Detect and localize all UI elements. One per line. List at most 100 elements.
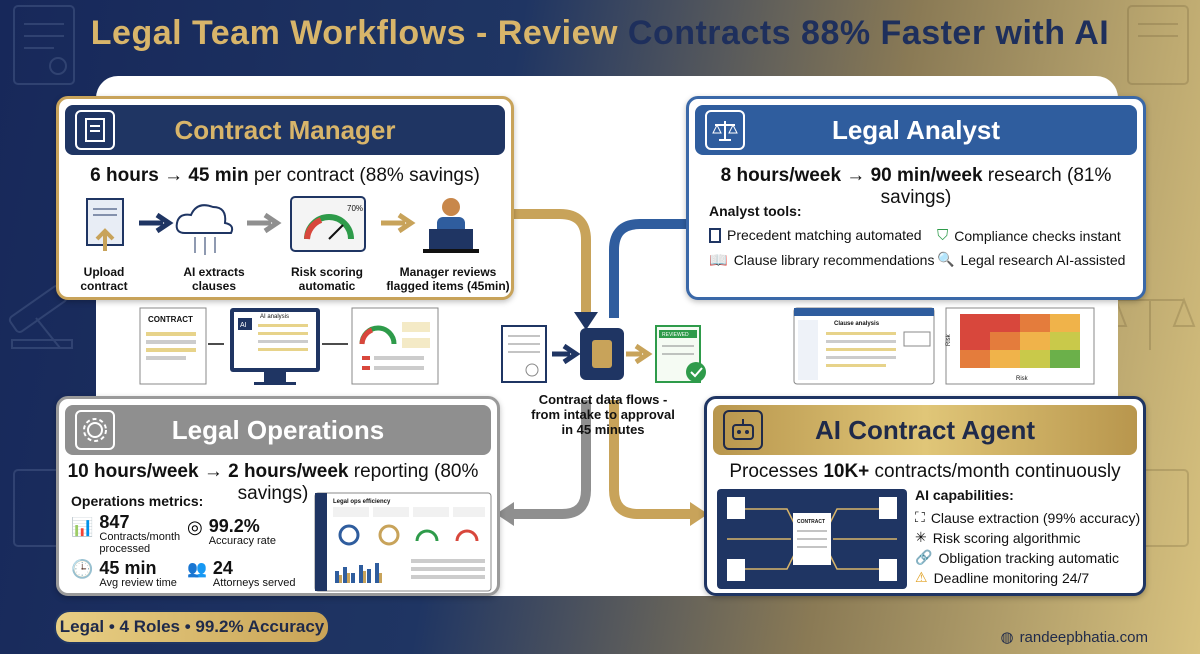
tool-research: 🔍Legal research AI-assisted [937, 251, 1125, 268]
extract-icon: ⛶ [915, 509, 925, 525]
headline-bold: 10K+ [823, 461, 870, 482]
footer-url[interactable]: randeepbhatia.com [1019, 628, 1148, 646]
capability-label: Deadline monitoring 24/7 [933, 569, 1090, 586]
bar-chart-icon: 📊 [71, 517, 94, 537]
legal-analyst-headline: 8 hours/week → 90 min/week research (81%… [689, 165, 1143, 209]
headline-bold: 6 hours → 45 min [90, 165, 249, 186]
metric-label: Contracts/month processed [99, 531, 181, 555]
metric-value: 847 [99, 512, 130, 532]
headline-bold: 10 hours/week → 2 hours/week [67, 461, 349, 482]
page-title: Legal Team Workflows - Review Contracts … [0, 14, 1200, 53]
legal-analyst-title: Legal Analyst [831, 114, 1001, 145]
headline-rest: research (81% savings) [880, 165, 1112, 208]
center-flow-graphic: REVIEWED [501, 325, 706, 383]
legal-operations-title: Legal Operations [171, 414, 385, 445]
legal-analyst-thumbnails: Clause analysis Risk Risk [793, 307, 1095, 385]
target-icon: ◎ [187, 517, 203, 537]
headline-rest: per contract (88% savings) [248, 165, 480, 186]
link-icon: 🔗 [915, 549, 933, 565]
scales-icon [705, 110, 745, 150]
step-manager-review: Manager reviews flagged items (45min) [386, 265, 510, 293]
legal-analyst-header: Legal Analyst [695, 105, 1137, 155]
legal-operations-card: Legal Operations 10 hours/week → 2 hours… [56, 396, 500, 596]
gauge-icon [290, 196, 366, 252]
headline-rest: contracts/month continuously [869, 461, 1121, 482]
heatmap-ylabel: Risk [946, 333, 952, 346]
summary-badge: Legal • 4 Roles • 99.2% Accuracy [54, 610, 330, 644]
document-icon [75, 110, 115, 150]
screen-title: Clause analysis [834, 321, 880, 327]
cap-clause-extraction: ⛶ Clause extraction (99% accuracy) [915, 509, 1140, 526]
title-part1: Legal Team Workflows - Review [90, 14, 628, 52]
thumb-ai-icon: AI [240, 322, 247, 329]
title-part2: Contracts 88% Faster with AI [627, 14, 1110, 52]
tool-label: Precedent matching automated [727, 227, 922, 243]
ai-capabilities-title: AI capabilities: [915, 487, 1014, 503]
cap-risk-scoring: ✳ Risk scoring algorithmic [915, 529, 1081, 546]
cloud-icon [175, 204, 234, 255]
headline-pre: Processes [729, 461, 824, 482]
contract-manager-card: Contract Manager 6 hours → 45 min per co… [56, 96, 514, 300]
step-upload: Upload contract [80, 265, 128, 293]
metric-label: Attorneys served [212, 577, 296, 589]
manager-laptop-icon [423, 198, 479, 253]
people-icon: 👥 [187, 561, 207, 578]
metric-label: Accuracy rate [208, 535, 276, 547]
metric-value: 24 [212, 558, 233, 578]
capability-label: Risk scoring algorithmic [932, 529, 1081, 546]
legal-analyst-card: Legal Analyst 8 hours/week → 90 min/week… [686, 96, 1146, 300]
upload-icon [86, 198, 124, 251]
thumb-ai-label: AI analysis [260, 314, 289, 320]
footer: ◍ randeepbhatia.com [1000, 628, 1148, 647]
dashboard-title: Legal ops efficiency [333, 499, 391, 505]
headline-rest: reporting (80% savings) [237, 461, 479, 504]
headline-bold: 8 hours/week → 90 min/week [720, 165, 983, 186]
book-icon: 📖 [709, 252, 728, 269]
ai-agent-headline: Processes 10K+ contracts/month continuou… [707, 461, 1143, 483]
heatmap-xlabel: Risk [1016, 376, 1029, 382]
workflow-step-icons: 70% [86, 196, 479, 255]
step-extract: AI extracts clauses [183, 265, 245, 293]
metric-value: 99.2% [208, 516, 260, 536]
shield-check-icon: ⛉ [937, 227, 949, 244]
thumb-contract-label: CONTRACT [148, 315, 193, 324]
gauge-percent: 70% [347, 204, 363, 213]
legal-operations-header: Legal Operations [65, 405, 491, 455]
contract-manager-title: Contract Manager [174, 114, 396, 145]
ai-agent-title: AI Contract Agent [814, 414, 1036, 445]
globe-icon: ◍ [1000, 629, 1014, 646]
step-risk: Risk scoring automatic [290, 265, 364, 293]
cap-obligation-tracking: 🔗 Obligation tracking automatic [915, 549, 1119, 566]
robot-icon [723, 410, 763, 450]
tool-compliance: ⛉ Compliance checks instant [937, 227, 1121, 244]
clock-icon: 🕒 [71, 559, 94, 579]
document-icon [709, 227, 721, 243]
tool-label: Legal research AI-assisted [960, 251, 1126, 268]
network-icon: ✳ [915, 529, 927, 545]
ai-agent-header: AI Contract Agent [713, 405, 1137, 455]
contract-manager-thumbnails: CONTRACT AI AI analysis [139, 307, 439, 385]
metric-value: 45 min [99, 558, 157, 578]
operations-metrics-title: Operations metrics: [71, 493, 204, 509]
cap-deadline-monitoring: ⚠ Deadline monitoring 24/7 [915, 569, 1089, 586]
reviewed-stamp: REVIEWED [662, 332, 689, 338]
ops-dashboard-thumbnail: Legal ops efficiency [314, 492, 492, 592]
contract-manager-header: Contract Manager [65, 105, 505, 155]
metric-accuracy: ◎ 99.2%Accuracy rate [187, 517, 276, 547]
legal-operations-headline: 10 hours/week → 2 hours/week reporting (… [49, 461, 497, 505]
center-flow-label: Contract data flows - from intake to app… [531, 392, 675, 437]
tool-label: Clause library recommendations [733, 252, 935, 268]
chip-label: CONTRACT [797, 519, 825, 525]
tool-clause-library: 📖 Clause library recommendations [709, 251, 934, 269]
capability-label: Clause extraction (99% accuracy) [930, 509, 1141, 526]
contract-manager-headline: 6 hours → 45 min per contract (88% savin… [59, 165, 511, 187]
warning-icon: ⚠ [915, 569, 928, 585]
analyst-tools-title: Analyst tools: [709, 203, 802, 219]
tool-label: Compliance checks instant [954, 227, 1121, 244]
gear-icon [75, 410, 115, 450]
tool-precedent: Precedent matching automated [709, 227, 922, 243]
capability-label: Obligation tracking automatic [938, 549, 1119, 566]
